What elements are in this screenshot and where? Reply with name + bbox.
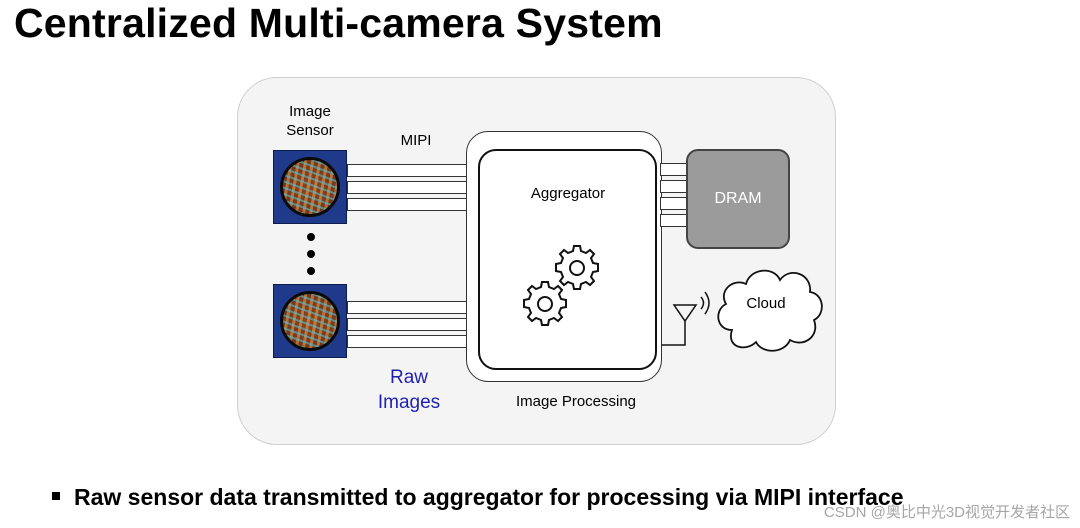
ellipsis-dot: [307, 267, 315, 275]
mipi-lane: [347, 198, 467, 211]
mipi-label: MIPI: [400, 132, 432, 149]
sensor-lens-icon: [280, 157, 340, 217]
dram-box: DRAM: [686, 149, 790, 249]
mipi-lane: [347, 335, 467, 348]
dram-lane: [660, 180, 688, 193]
image-sensor-top: [273, 150, 347, 224]
ellipsis-dot: [307, 250, 315, 258]
image-sensor-bottom: [273, 284, 347, 358]
raw-images-label: Raw Images: [377, 367, 441, 413]
cloud-label: Cloud: [746, 295, 786, 312]
watermark: CSDN @奥比中光3D视觉开发者社区: [823, 504, 1070, 521]
image-sensor-label: Image Sensor: [286, 103, 334, 139]
mipi-lane: [347, 164, 467, 177]
cloud-icon: [717, 269, 823, 352]
bullet-item: Raw sensor data transmitted to aggregato…: [52, 480, 1062, 514]
gears-icon: [523, 245, 599, 326]
ellipsis-dot: [307, 233, 315, 241]
bullet-square-icon: [52, 491, 60, 500]
page-title: Centralized Multi-camera System: [14, 0, 663, 46]
aggregator-label: Aggregator: [530, 185, 606, 202]
dram-lane: [660, 197, 688, 210]
mipi-lane: [347, 318, 467, 331]
mipi-lane: [347, 301, 467, 314]
antenna-icon: [662, 291, 710, 346]
sensor-lens-icon: [280, 291, 340, 351]
mipi-lane: [347, 181, 467, 194]
dram-label: DRAM: [714, 190, 762, 207]
image-processing-label: Image Processing: [515, 393, 637, 410]
bullet-text: Raw sensor data transmitted to aggregato…: [74, 484, 904, 510]
dram-lane: [660, 214, 688, 227]
dram-lane: [660, 163, 688, 176]
